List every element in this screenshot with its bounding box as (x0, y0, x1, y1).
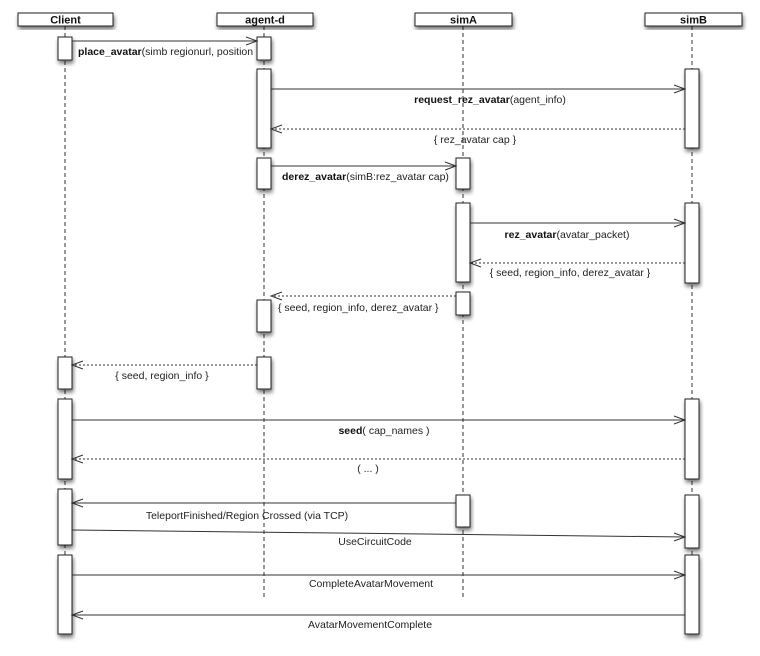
message-label: { seed, region_info } (115, 370, 209, 382)
message-3: { rez_avatar cap } (269, 124, 685, 146)
message-args: ( ... ) (357, 463, 379, 475)
message-name: derez_avatar (282, 171, 346, 183)
message-args: TeleportFinished/Region Crossed (via TCP… (146, 510, 348, 522)
message-args: (avatar_packet) (557, 229, 630, 241)
activation-agentd (256, 299, 272, 333)
message-args: CompleteAvatarMovement (309, 578, 433, 590)
message-args: AvatarMovementComplete (308, 619, 432, 631)
arrowhead-icon (70, 360, 84, 370)
message-2: request_rez_avatar(agent_info) (271, 84, 687, 106)
arrowhead-icon (245, 36, 259, 46)
participant-box (644, 12, 743, 27)
message-label: place_avatar(simb regionurl, position (78, 46, 253, 58)
message-label: AvatarMovementComplete (308, 619, 432, 631)
message-label: ( ... ) (357, 463, 379, 475)
call-arrow-line (71, 529, 686, 538)
message-label: rez_avatar(avatar_packet) (505, 229, 630, 241)
activation-simB (684, 494, 700, 549)
message-label: request_rez_avatar(agent_info) (414, 94, 566, 106)
message-name: request_rez_avatar (414, 94, 510, 106)
participant-box (216, 12, 314, 27)
message-label: derez_avatar(simB:rez_avatar cap) (282, 171, 449, 183)
activation-simA (455, 291, 471, 316)
arrowhead-icon (673, 218, 687, 228)
message-args: { seed, region_info, derez_avatar } (490, 267, 651, 279)
message-args: UseCircuitCode (338, 536, 412, 548)
activation-simB (684, 554, 700, 635)
message-label: { seed, region_info, derez_avatar } (278, 302, 439, 314)
message-label: TeleportFinished/Region Crossed (via TCP… (146, 510, 348, 522)
activation-simA (455, 494, 471, 528)
message-args: (agent_info) (510, 94, 566, 106)
activation-simA (455, 157, 471, 190)
participant-box (17, 12, 114, 27)
message-name: rez_avatar (505, 229, 557, 241)
message-7: { seed, region_info, derez_avatar } (269, 291, 456, 314)
message-label: { seed, region_info, derez_avatar } (490, 267, 651, 279)
arrowhead-icon (673, 415, 687, 425)
participant-label: simA (450, 15, 477, 27)
message-14: AvatarMovementComplete (70, 610, 685, 631)
participant-simA: simA (414, 12, 513, 27)
activation-client (57, 36, 73, 61)
participant-label: Client (50, 15, 81, 27)
arrowhead-icon (70, 498, 84, 508)
activation-simA (455, 202, 471, 283)
message-6: { seed, region_info, derez_avatar } (468, 258, 685, 279)
message-args: ( cap_names ) (362, 425, 429, 437)
activation-agentd (256, 356, 272, 390)
arrowhead-icon (70, 610, 84, 620)
message-label: CompleteAvatarMovement (309, 578, 433, 590)
activation-simB (684, 68, 700, 149)
message-args: (simB:rez_avatar cap) (346, 171, 449, 183)
activation-client (57, 488, 73, 546)
participant-label: agent-d (245, 15, 285, 27)
message-12: UseCircuitCode (71, 529, 687, 548)
message-11: TeleportFinished/Region Crossed (via TCP… (70, 498, 456, 522)
activation-simB (684, 398, 700, 480)
message-5: rez_avatar(avatar_packet) (470, 218, 687, 241)
message-label: UseCircuitCode (338, 536, 412, 548)
participant-label: simB (680, 15, 707, 27)
arrowhead-icon (673, 84, 687, 94)
participant-agentd: agent-d (216, 12, 314, 27)
activation-agentd (256, 68, 272, 149)
message-name: place_avatar (78, 46, 142, 58)
message-13: CompleteAvatarMovement (72, 570, 687, 590)
message-10: ( ... ) (70, 454, 685, 475)
message-name: seed (338, 425, 362, 437)
activation-agentd (256, 36, 272, 61)
message-args: { rez_avatar cap } (434, 134, 517, 146)
activation-client (57, 356, 73, 390)
activation-simB (684, 202, 700, 284)
participant-client: Client (17, 12, 114, 27)
message-label: { rez_avatar cap } (434, 134, 517, 146)
participant-simB: simB (644, 12, 743, 27)
message-9: seed( cap_names ) (72, 415, 687, 437)
arrowhead-icon (468, 258, 482, 268)
arrowhead-icon (673, 532, 687, 542)
participant-box (414, 12, 513, 27)
arrowhead-icon (673, 570, 687, 580)
arrowhead-icon (70, 454, 84, 464)
message-1: place_avatar(simb regionurl, position (72, 36, 259, 58)
message-8: { seed, region_info } (70, 360, 257, 382)
activation-client (57, 398, 73, 480)
arrowhead-icon (269, 124, 283, 134)
activation-client (57, 554, 73, 635)
message-args: { seed, region_info } (115, 370, 209, 382)
arrowhead-icon (269, 291, 283, 301)
message-args: { seed, region_info, derez_avatar } (278, 302, 439, 314)
message-label: seed( cap_names ) (338, 425, 429, 437)
arrowhead-icon (444, 161, 458, 171)
activation-agentd (256, 157, 272, 190)
message-4: derez_avatar(simB:rez_avatar cap) (271, 161, 458, 183)
message-args: (simb regionurl, position (142, 46, 254, 58)
